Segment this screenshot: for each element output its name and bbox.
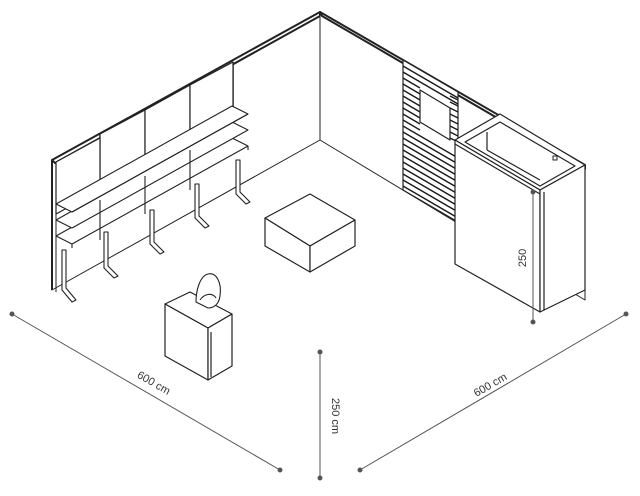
dimension-lines [9,189,629,481]
center-cube-table [264,193,356,273]
cabin-marker-icon [552,155,558,161]
label-cabin-height: 250 [517,249,529,267]
slat-window [419,89,451,141]
storage-cabin [454,113,586,313]
shelves [55,105,249,248]
dim-dot [277,467,283,473]
label-left-width: 600 cm [135,369,172,397]
dim-dot [9,311,15,317]
slat-wall-panel [402,59,459,223]
dim-line-right [359,313,627,471]
label-height: 250 cm [329,398,341,434]
shelf-brackets [61,159,251,303]
reception-counter [164,291,233,381]
chair [195,273,221,309]
dim-line-left [11,313,281,471]
slat-lines [402,65,459,219]
